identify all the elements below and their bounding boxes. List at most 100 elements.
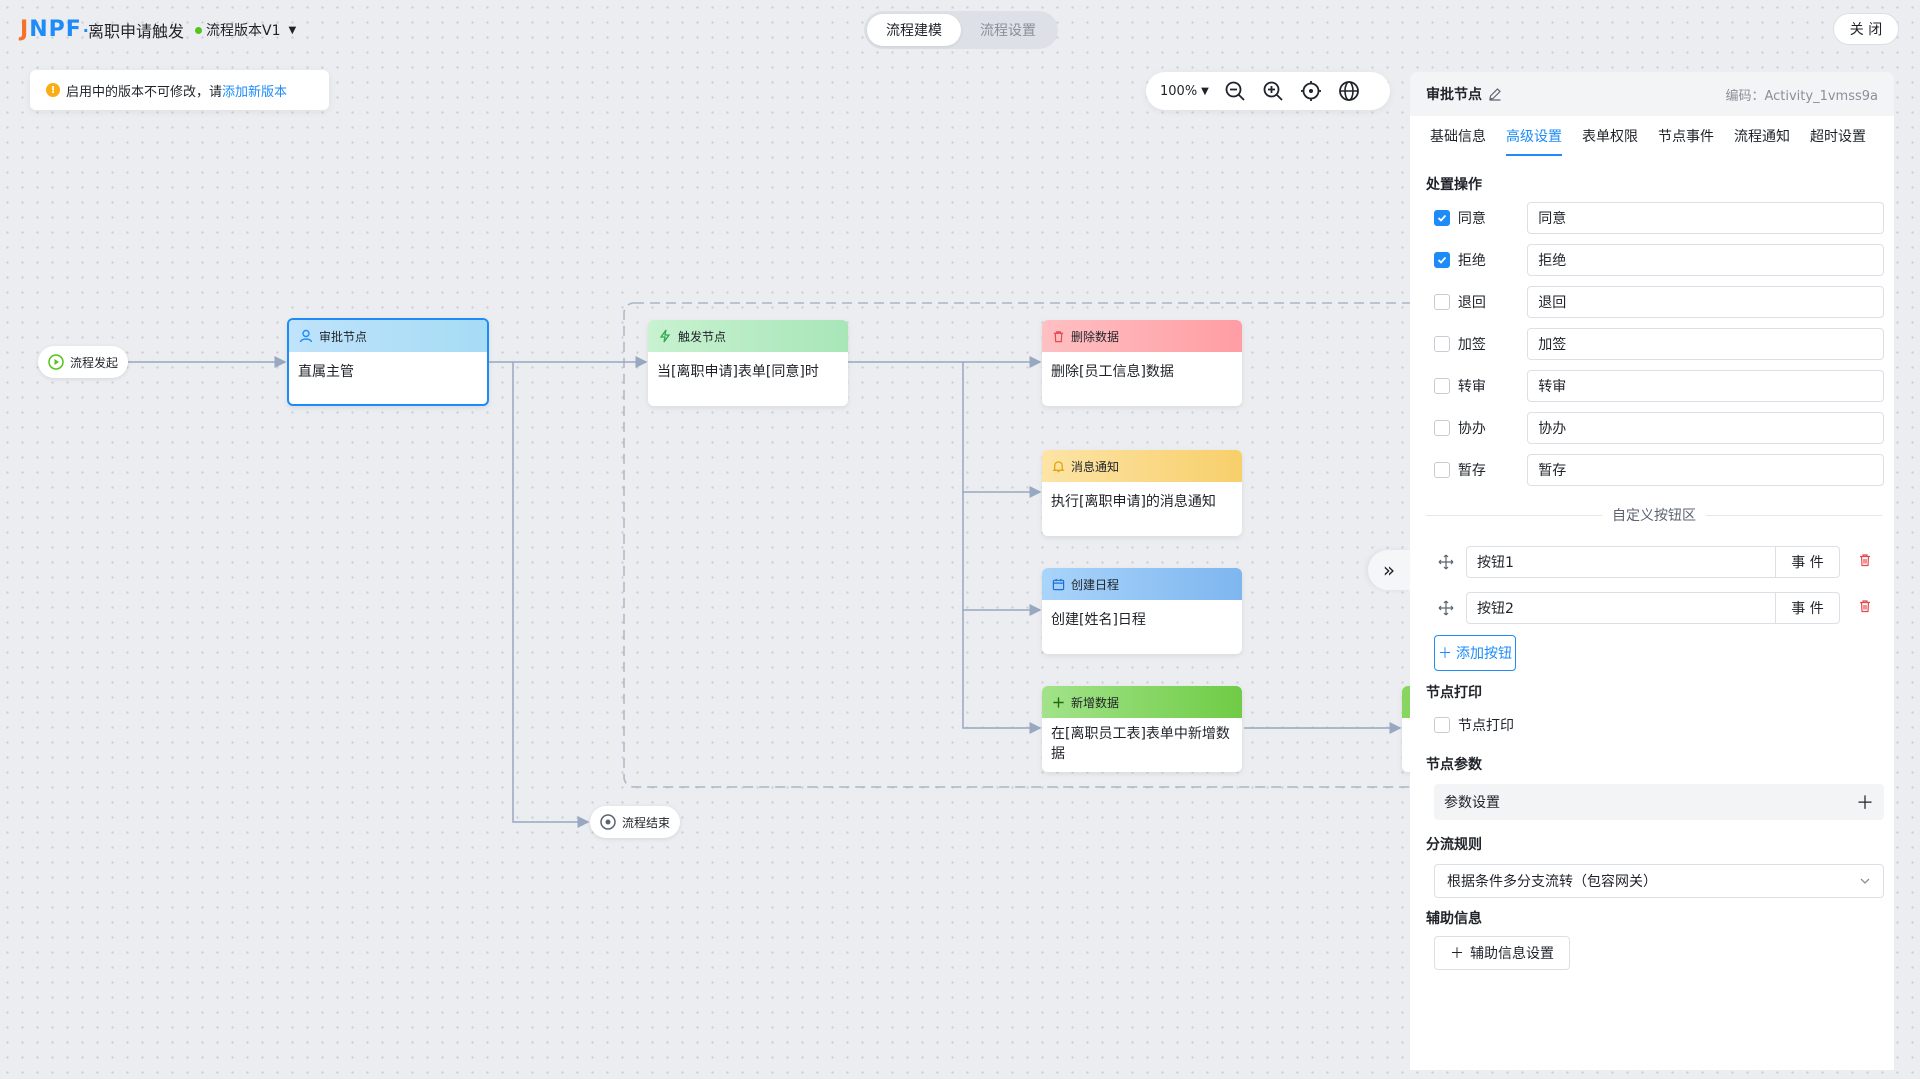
op-row: 转审 转审 [1434, 370, 1885, 402]
op-input[interactable]: 拒绝 [1527, 244, 1885, 276]
edit-icon[interactable] [1488, 87, 1502, 101]
node-content: 在[离职员工表]表单中新增数据 [1051, 726, 1230, 762]
start-node[interactable]: 流程发起 [38, 346, 129, 378]
globe-icon[interactable] [1337, 79, 1361, 103]
op-input[interactable]: 协办 [1527, 412, 1885, 444]
op-label: 加签 [1457, 337, 1486, 353]
drag-handle-icon[interactable] [1426, 600, 1466, 616]
tab-node-events[interactable]: 节点事件 [1658, 129, 1714, 145]
checkbox[interactable] [1434, 294, 1450, 310]
op-label: 同意 [1457, 211, 1486, 227]
print-label: 节点打印 [1458, 718, 1514, 734]
section-title: 节点打印 [1426, 685, 1482, 701]
op-input[interactable]: 加签 [1527, 328, 1885, 360]
tab-basic-info[interactable]: 基础信息 [1430, 129, 1486, 145]
op-row: 协办 协办 [1434, 412, 1885, 444]
custom-button-input[interactable]: 按钮1 [1466, 546, 1776, 578]
zoom-out-icon[interactable] [1223, 79, 1247, 103]
warning-icon: ! [46, 83, 60, 97]
lightning-icon [659, 329, 671, 343]
locate-icon[interactable] [1299, 79, 1323, 103]
add-version-link[interactable]: 添加新版本 [222, 84, 288, 100]
panel-title: 审批节点 [1426, 87, 1482, 103]
section-title: 处置操作 [1426, 177, 1482, 193]
plus-icon: ＋ [1438, 646, 1452, 662]
delete-icon[interactable] [1858, 553, 1872, 571]
chevron-down-icon [1860, 878, 1870, 884]
tab-timeout[interactable]: 超时设置 [1810, 129, 1866, 145]
zoom-toolbar: 100%▼ [1146, 72, 1390, 110]
checkbox[interactable] [1434, 717, 1450, 733]
branch-rule-value: 根据条件多分支流转（包容网关） [1447, 874, 1657, 890]
branch-rule-select[interactable]: 根据条件多分支流转（包容网关） [1434, 864, 1884, 898]
drag-handle-icon[interactable] [1426, 554, 1466, 570]
event-button[interactable]: 事 件 [1776, 546, 1840, 578]
plus-icon[interactable]: ＋ [1856, 793, 1874, 814]
collapse-panel-button[interactable]: » [1368, 550, 1410, 590]
node-content: 创建[姓名]日程 [1051, 612, 1146, 628]
add-data-node[interactable]: 新增数据 在[离职员工表]表单中新增数据 [1042, 686, 1242, 772]
notice-bar: ! 启用中的版本不可修改，请 添加新版本 [30, 70, 329, 110]
checkbox[interactable] [1434, 252, 1450, 268]
node-type-label: 触发节点 [678, 329, 727, 344]
plus-icon: ＋ [1450, 946, 1464, 962]
trigger-node[interactable]: 触发节点 当[离职申请]表单[同意]时 [648, 320, 848, 406]
divider-label: 自定义按钮区 [1612, 508, 1696, 524]
tab-advanced[interactable]: 高级设置 [1506, 126, 1562, 156]
node-type-label: 删除数据 [1071, 329, 1120, 344]
op-label: 暂存 [1457, 463, 1486, 479]
checkbox[interactable] [1434, 420, 1450, 436]
app-title: 离职申请触发 [88, 22, 185, 41]
notice-text: 启用中的版本不可修改，请 [66, 84, 223, 100]
version-dropdown[interactable]: 流程版本V1 ▼ [195, 20, 296, 40]
op-row: 退回 退回 [1434, 286, 1885, 318]
custom-button-row: 按钮1 事 件 [1426, 544, 1886, 580]
add-button[interactable]: ＋添加按钮 [1434, 635, 1516, 671]
main-tabs: 流程建模 流程设置 [864, 11, 1058, 49]
message-node[interactable]: 消息通知 执行[离职申请]的消息通知 [1042, 450, 1242, 536]
param-settings-row[interactable]: 参数设置 ＋ [1434, 784, 1884, 820]
zoom-in-icon[interactable] [1261, 79, 1285, 103]
op-input[interactable]: 转审 [1527, 370, 1885, 402]
aux-info-button[interactable]: ＋辅助信息设置 [1434, 936, 1570, 970]
op-row: 暂存 暂存 [1434, 454, 1885, 486]
op-input[interactable]: 暂存 [1527, 454, 1885, 486]
panel-header: 审批节点 编码：Activity_1vmss9a [1410, 72, 1894, 116]
section-title: 节点参数 [1426, 757, 1482, 773]
zoom-select[interactable]: 100%▼ [1160, 84, 1209, 99]
checkbox[interactable] [1434, 336, 1450, 352]
delete-icon[interactable] [1858, 599, 1872, 617]
close-button[interactable]: 关 闭 [1833, 13, 1899, 45]
op-label: 拒绝 [1457, 253, 1486, 269]
bell-icon [1052, 460, 1065, 472]
section-title: 分流规则 [1426, 837, 1482, 853]
node-code: 编码：Activity_1vmss9a [1725, 88, 1878, 104]
version-label: 流程版本V1 [206, 23, 281, 39]
tab-form-permissions[interactable]: 表单权限 [1582, 129, 1638, 145]
plus-icon [1053, 696, 1064, 708]
zoom-value: 100% [1160, 83, 1198, 99]
double-chevron-right-icon: » [1382, 558, 1396, 582]
custom-button-input[interactable]: 按钮2 [1466, 592, 1776, 624]
approval-node[interactable]: 审批节点 直属主管 [287, 318, 489, 406]
checkbox[interactable] [1434, 210, 1450, 226]
node-content: 执行[离职申请]的消息通知 [1051, 494, 1216, 510]
checkbox[interactable] [1434, 378, 1450, 394]
node-type-label: 新增数据 [1071, 695, 1120, 710]
print-row: 节点打印 [1434, 709, 1884, 741]
play-icon [48, 354, 64, 370]
end-node[interactable]: 流程结束 [590, 806, 681, 838]
tab-process-modeling[interactable]: 流程建模 [867, 14, 961, 46]
op-input[interactable]: 退回 [1527, 286, 1885, 318]
op-input[interactable]: 同意 [1527, 202, 1885, 234]
schedule-node[interactable]: 创建日程 创建[姓名]日程 [1042, 568, 1242, 654]
op-label: 协办 [1457, 421, 1486, 437]
checkbox[interactable] [1434, 462, 1450, 478]
param-label: 参数设置 [1444, 795, 1500, 811]
tab-process-settings[interactable]: 流程设置 [980, 23, 1036, 39]
delete-data-node[interactable]: 删除数据 删除[员工信息]数据 [1042, 320, 1242, 406]
caret-down-icon: ▼ [1201, 85, 1209, 97]
check-icon [1437, 214, 1447, 222]
tab-process-notice[interactable]: 流程通知 [1734, 129, 1790, 145]
event-button[interactable]: 事 件 [1776, 592, 1840, 624]
